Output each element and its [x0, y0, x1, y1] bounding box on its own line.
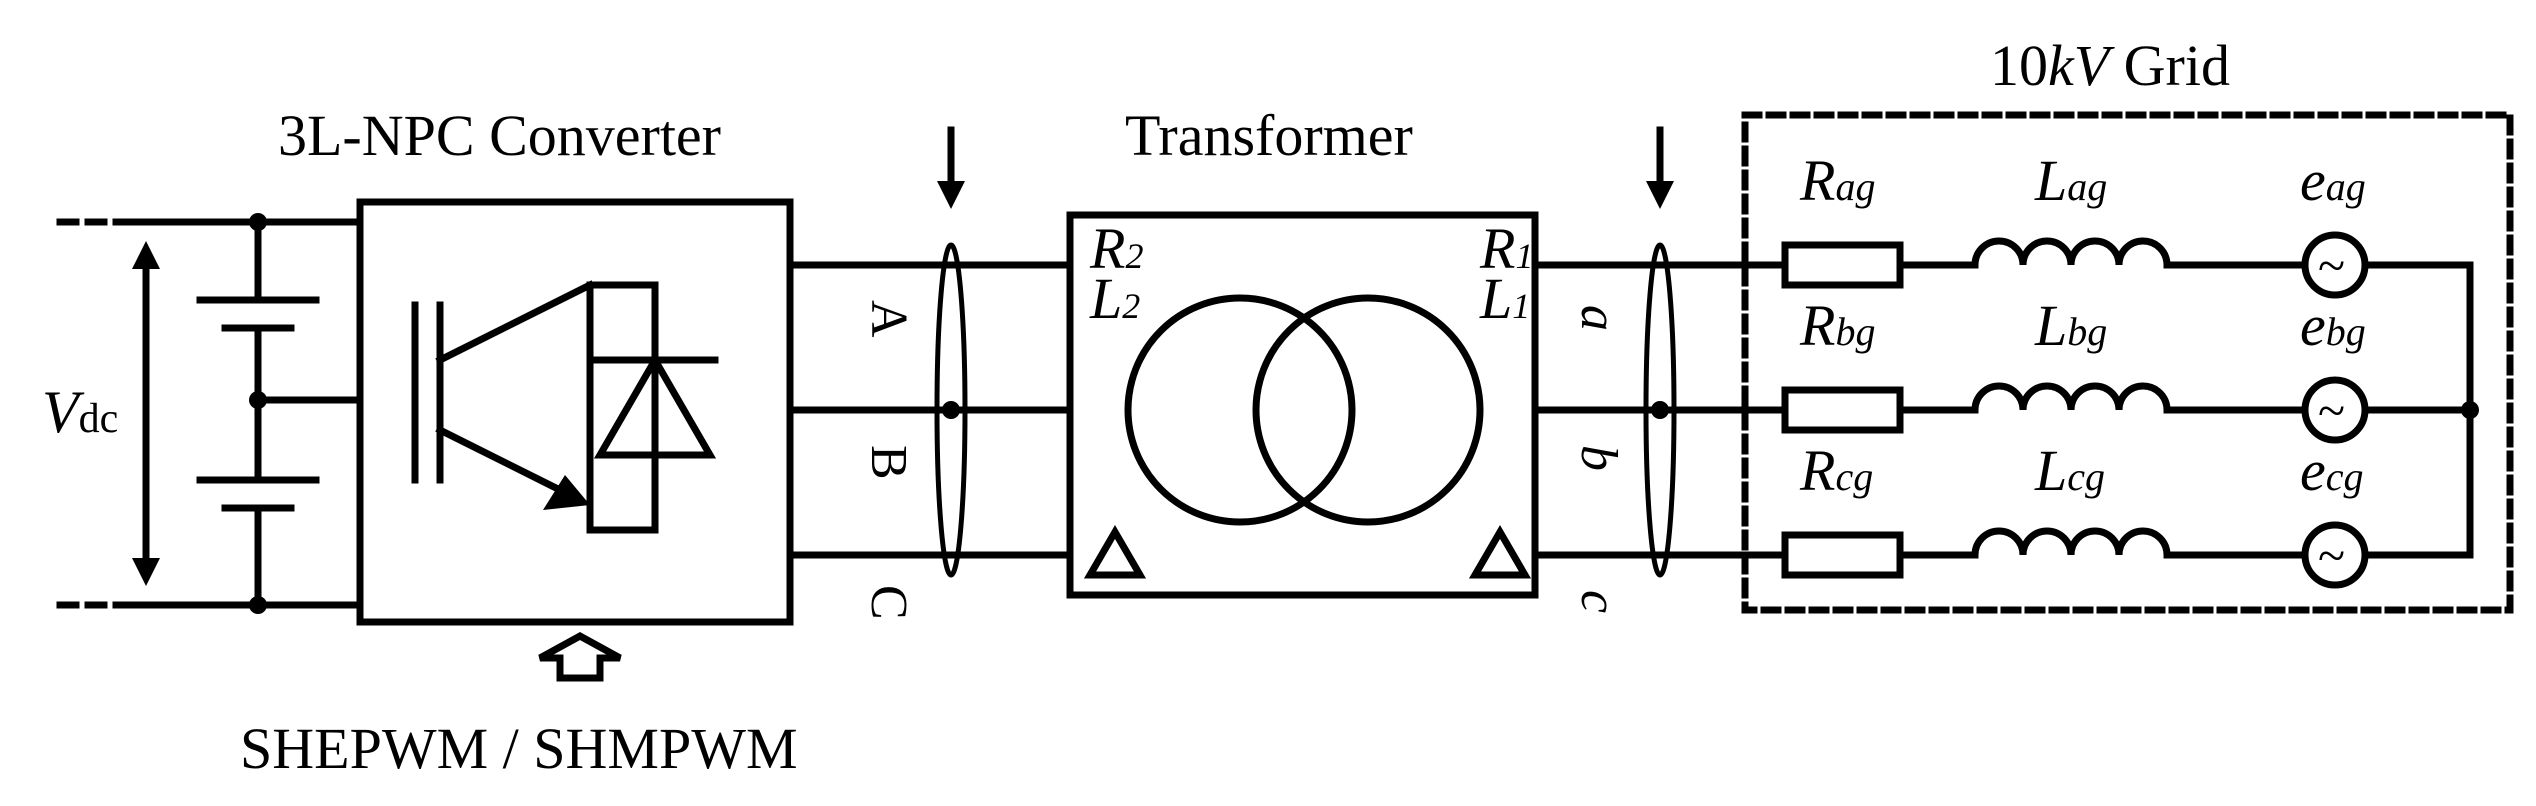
label-l-cg: Lcg [2034, 438, 2105, 503]
label-r-bg: Rbg [1799, 293, 1875, 358]
grid-dashed-boundary [1741, 111, 2514, 614]
probe-dot [942, 401, 960, 419]
phase-label-B: B [860, 445, 917, 480]
modulation-label: SHEPWM / SHMPWM [240, 716, 798, 781]
grid-row-b: ~ Rbg Lbg ebg [1781, 293, 2474, 444]
grid-block: 10kV Grid ~ Rag Lag eag ~ Rbg Lbg [1741, 33, 2514, 614]
secondary-lines: a b c [1531, 126, 1789, 613]
label-e-cg: ecg [2300, 438, 2364, 503]
transformer-box [1066, 211, 1539, 599]
winding-circle-left [1124, 294, 1356, 526]
igbt-frame [586, 281, 659, 534]
igbt-emitter-arrow [543, 475, 590, 510]
phase-label-a: a [1570, 305, 1627, 331]
current-probe-ellipse [1643, 242, 1677, 578]
current-probe-ellipse [934, 242, 968, 578]
junction-dot [249, 391, 267, 409]
inductor-icon [1971, 382, 2171, 414]
ac-source-symbol: ~ [2318, 237, 2345, 293]
label-e-bg: ebg [2300, 293, 2366, 358]
label-l-ag: Lag [2034, 148, 2107, 213]
phase-label-b: b [1570, 445, 1627, 471]
resistor-icon [1781, 386, 1904, 434]
ac-source-symbol: ~ [2318, 382, 2345, 438]
inductor-icon [1971, 527, 2171, 559]
resistor-icon [1781, 531, 1904, 579]
junction-dot [249, 213, 267, 231]
phase-label-C: C [860, 585, 917, 620]
phase-label-c: c [1570, 590, 1627, 613]
delta-symbol-left [1083, 525, 1147, 579]
probe-dot [1651, 401, 1669, 419]
junction-dot [249, 596, 267, 614]
transformer-title: Transformer [1125, 103, 1413, 168]
converter-title: 3L-NPC Converter [278, 103, 721, 168]
igbt-collector [435, 280, 595, 365]
resistor-icon [1781, 241, 1904, 289]
label-r-ag: Rag [1799, 148, 1875, 213]
converter-block: 3L-NPC Converter SHEPWM / SHMPWM [240, 103, 798, 781]
transformer-r1: R1 [1479, 216, 1533, 281]
neutral-dot [2461, 401, 2479, 419]
label-e-ag: eag [2300, 148, 2366, 213]
label-r-cg: Rcg [1799, 438, 1873, 503]
grid-row-c: ~ Rcg Lcg ecg [1781, 438, 2474, 589]
phase-label-A: A [860, 300, 917, 338]
igbt-emitter [435, 425, 575, 500]
vdc-label: Vdc [42, 379, 118, 445]
label-l-bg: Lbg [2034, 293, 2107, 358]
inductor-icon [1971, 237, 2171, 269]
transformer-r2: R2 [1089, 216, 1143, 281]
dc-bus: Vdc [42, 213, 364, 614]
transformer-block: Transformer R2 L2 R1 L1 [1066, 103, 1539, 599]
grid-row-a: ~ Rag Lag eag [1781, 148, 2474, 299]
transformer-l2: L2 [1089, 266, 1140, 331]
grid-title: 10kV Grid [1990, 33, 2230, 98]
control-input-arrow [538, 632, 622, 682]
winding-circle-right [1252, 294, 1484, 526]
primary-lines: A B C [786, 126, 1074, 620]
delta-symbol-right [1468, 525, 1532, 579]
converter-box [356, 198, 794, 626]
ac-source-symbol: ~ [2318, 527, 2345, 583]
transformer-l1: L1 [1479, 266, 1530, 331]
